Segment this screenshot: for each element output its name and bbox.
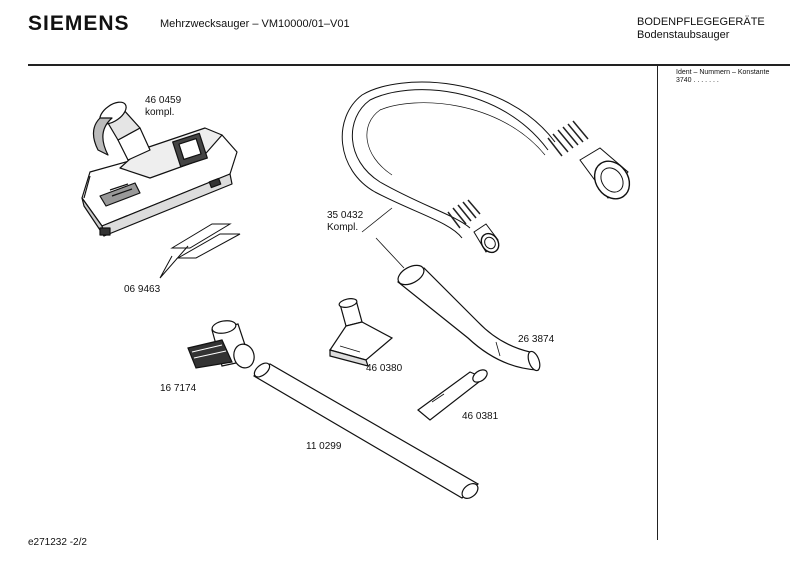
part-number-floor-nozzle: 46 0459 <box>145 95 182 106</box>
part-number-bent-tube: 26 3874 <box>518 334 555 345</box>
part-number-brush-adapter: 16 7174 <box>160 383 197 394</box>
hose-drawing <box>341 81 631 254</box>
crevice-nozzle-drawing <box>417 369 488 421</box>
floor-nozzle-drawing <box>81 101 238 237</box>
brush-adapter-drawing <box>187 320 255 369</box>
part-number-crevice-nozzle: 46 0381 <box>462 411 499 422</box>
part-number-straight-tube: 11 0299 <box>306 441 342 452</box>
brand-logo: SIEMENS <box>28 12 130 35</box>
ident-value: 3740 . . . . . . . <box>676 77 719 84</box>
part-note-hose: Kompl. <box>327 222 359 233</box>
part-number-hose: 35 0432 <box>327 210 364 221</box>
document-id: e271232 -2/2 <box>28 537 87 548</box>
sidebar-divider <box>657 65 658 540</box>
part-number-upholstery-nozzle: 46 0380 <box>366 363 403 374</box>
straight-tube-drawing <box>252 362 480 499</box>
subcategory-title: Bodenstaubsauger <box>637 29 730 41</box>
upholstery-nozzle-drawing <box>329 298 394 367</box>
ident-header: Ident – Nummern – Konstante <box>676 69 770 76</box>
part-number-strips: 06 9463 <box>124 284 161 295</box>
category-title: BODENPFLEGEGERÄTE <box>637 16 765 28</box>
bent-tube-drawing <box>375 237 541 372</box>
replacement-strips-drawing <box>159 223 241 279</box>
part-note-floor-nozzle: kompl. <box>145 107 175 118</box>
model-title: Mehrzwecksauger – VM10000/01–V01 <box>160 18 350 30</box>
header-divider <box>28 64 790 66</box>
